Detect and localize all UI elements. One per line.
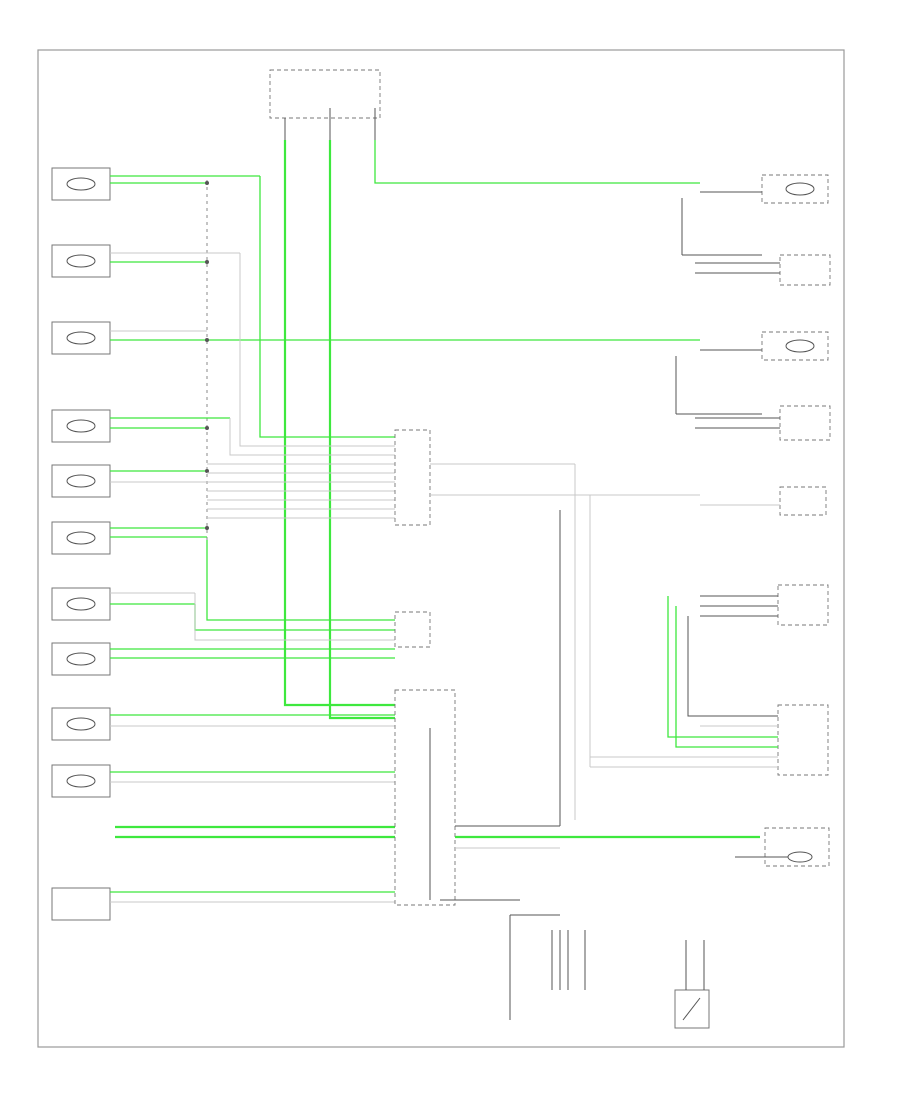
right-component-3	[675, 331, 829, 415]
bottom-switch-right	[674, 940, 710, 1029]
right-component-5	[700, 486, 827, 516]
right-component-4	[695, 405, 831, 441]
right-component-1	[681, 174, 829, 256]
bottom-connector-center	[551, 930, 586, 990]
top-fuse-block	[269, 69, 381, 140]
center-routing	[194, 176, 395, 641]
instrument-panel-block	[394, 689, 760, 906]
right-lamp	[735, 827, 830, 867]
right-module	[589, 495, 829, 776]
diagram-border	[37, 49, 845, 1048]
bus-splices	[205, 181, 209, 530]
trunk-wires	[283, 140, 700, 720]
center-connector-middle	[394, 611, 431, 648]
bottom-switch-left	[509, 914, 560, 1020]
center-connector-upper	[394, 429, 700, 826]
switch-column	[51, 167, 700, 921]
right-component-2	[695, 254, 831, 286]
